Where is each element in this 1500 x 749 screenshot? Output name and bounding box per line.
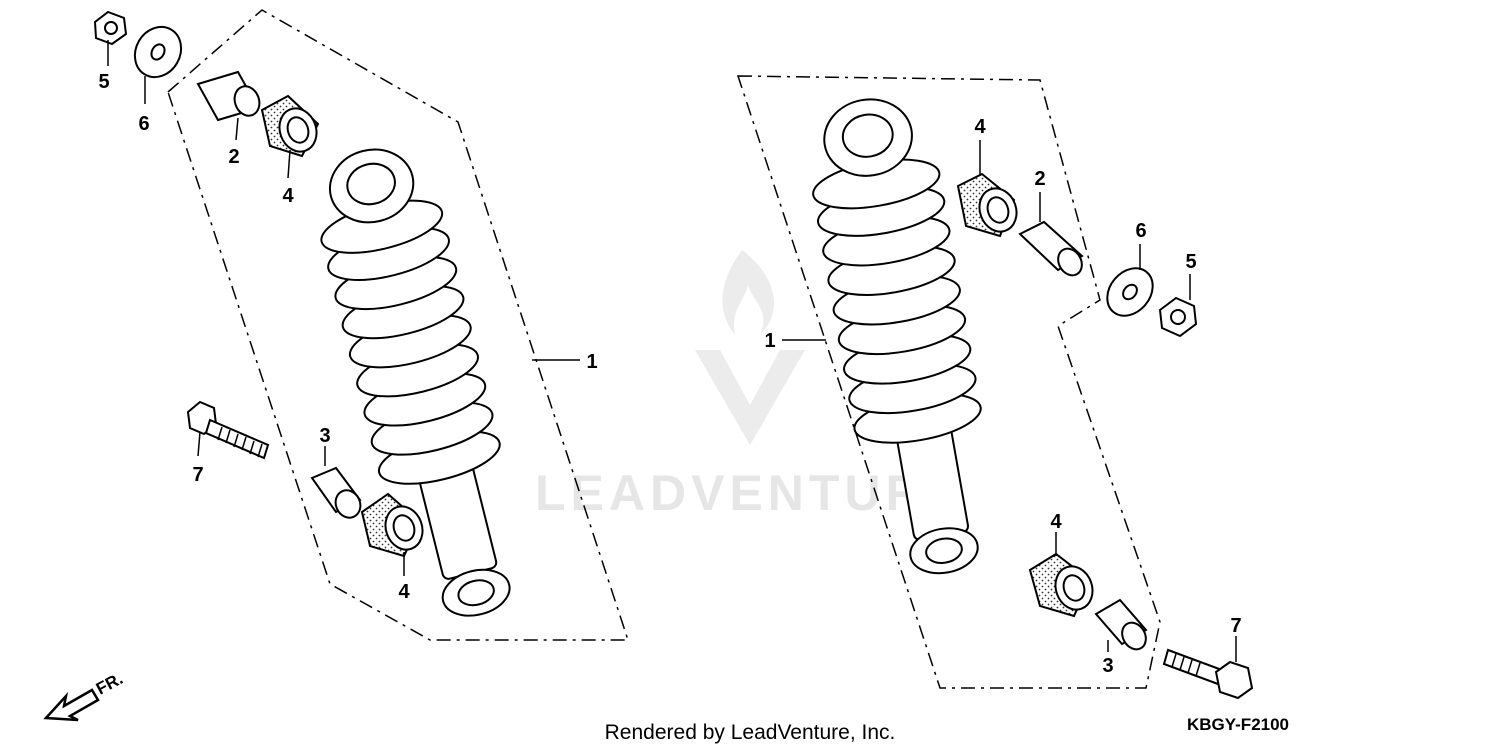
left-callout-4-lower: 4 [398, 581, 410, 603]
right-callout-2: 2 [1034, 168, 1045, 190]
left-collar-2 [196, 70, 261, 122]
right-callout-1: 1 [764, 330, 775, 352]
right-bushing-4-upper [956, 172, 1018, 238]
left-shock-assembly: 5 6 2 4 1 7 3 4 [93, 9, 630, 641]
left-nut-5 [93, 10, 128, 46]
left-callout-4-upper: 4 [282, 185, 294, 207]
leadventure-watermark: LEADVENTURE [535, 250, 965, 521]
left-callout-3: 3 [319, 425, 330, 447]
right-callout-4-upper: 4 [974, 116, 986, 138]
left-callout-2: 2 [228, 146, 239, 168]
left-callout-7: 7 [192, 464, 203, 486]
right-spring [812, 158, 982, 444]
right-callout-6: 6 [1135, 220, 1146, 242]
right-bolt-7 [1162, 648, 1254, 700]
right-callout-4-lower: 4 [1050, 511, 1062, 533]
left-collar-3 [310, 466, 362, 519]
left-callout-1: 1 [586, 351, 597, 373]
front-direction-indicator: FR. [43, 669, 126, 722]
left-upper-eye-hole [346, 162, 396, 206]
left-callout-5: 5 [98, 71, 109, 93]
left-callout-6: 6 [138, 113, 149, 135]
left-bushing-4-lower [360, 492, 424, 558]
diagram-code: KBGY-F2100 [1187, 715, 1289, 734]
watermark-text: LEADVENTURE [535, 465, 965, 521]
right-upper-eye-hole [841, 113, 894, 158]
left-washer-6 [133, 25, 183, 79]
right-shock-assembly: 4 2 6 5 1 4 3 7 [736, 75, 1254, 700]
right-callout-5: 5 [1185, 251, 1196, 273]
left-shock-absorber [320, 148, 511, 617]
right-bushing-4-lower [1028, 552, 1094, 618]
left-bushing-4-upper [260, 94, 320, 158]
watermark-logo [695, 350, 805, 445]
right-callout-7: 7 [1230, 615, 1241, 637]
front-arrow-icon [43, 688, 100, 722]
right-lower-eye-hole [925, 537, 963, 564]
right-assembly-outline [736, 75, 1161, 689]
render-credit: Rendered by LeadVenture, Inc. [605, 721, 896, 744]
right-shock-absorber [812, 98, 982, 575]
right-nut-5 [1158, 296, 1198, 338]
front-direction-label: FR. [93, 669, 126, 699]
right-leader-lines [782, 140, 1237, 662]
right-callout-3: 3 [1102, 655, 1113, 677]
watermark-flame [722, 250, 774, 335]
right-collar-3 [1094, 598, 1148, 651]
left-assembly-outline [167, 9, 630, 641]
left-bolt-7 [186, 400, 270, 460]
right-washer-6 [1106, 267, 1154, 317]
right-collar-2 [1018, 220, 1084, 277]
left-lower-eye-hole [457, 579, 495, 607]
left-spring [320, 199, 501, 485]
left-leader-lines [107, 40, 580, 576]
